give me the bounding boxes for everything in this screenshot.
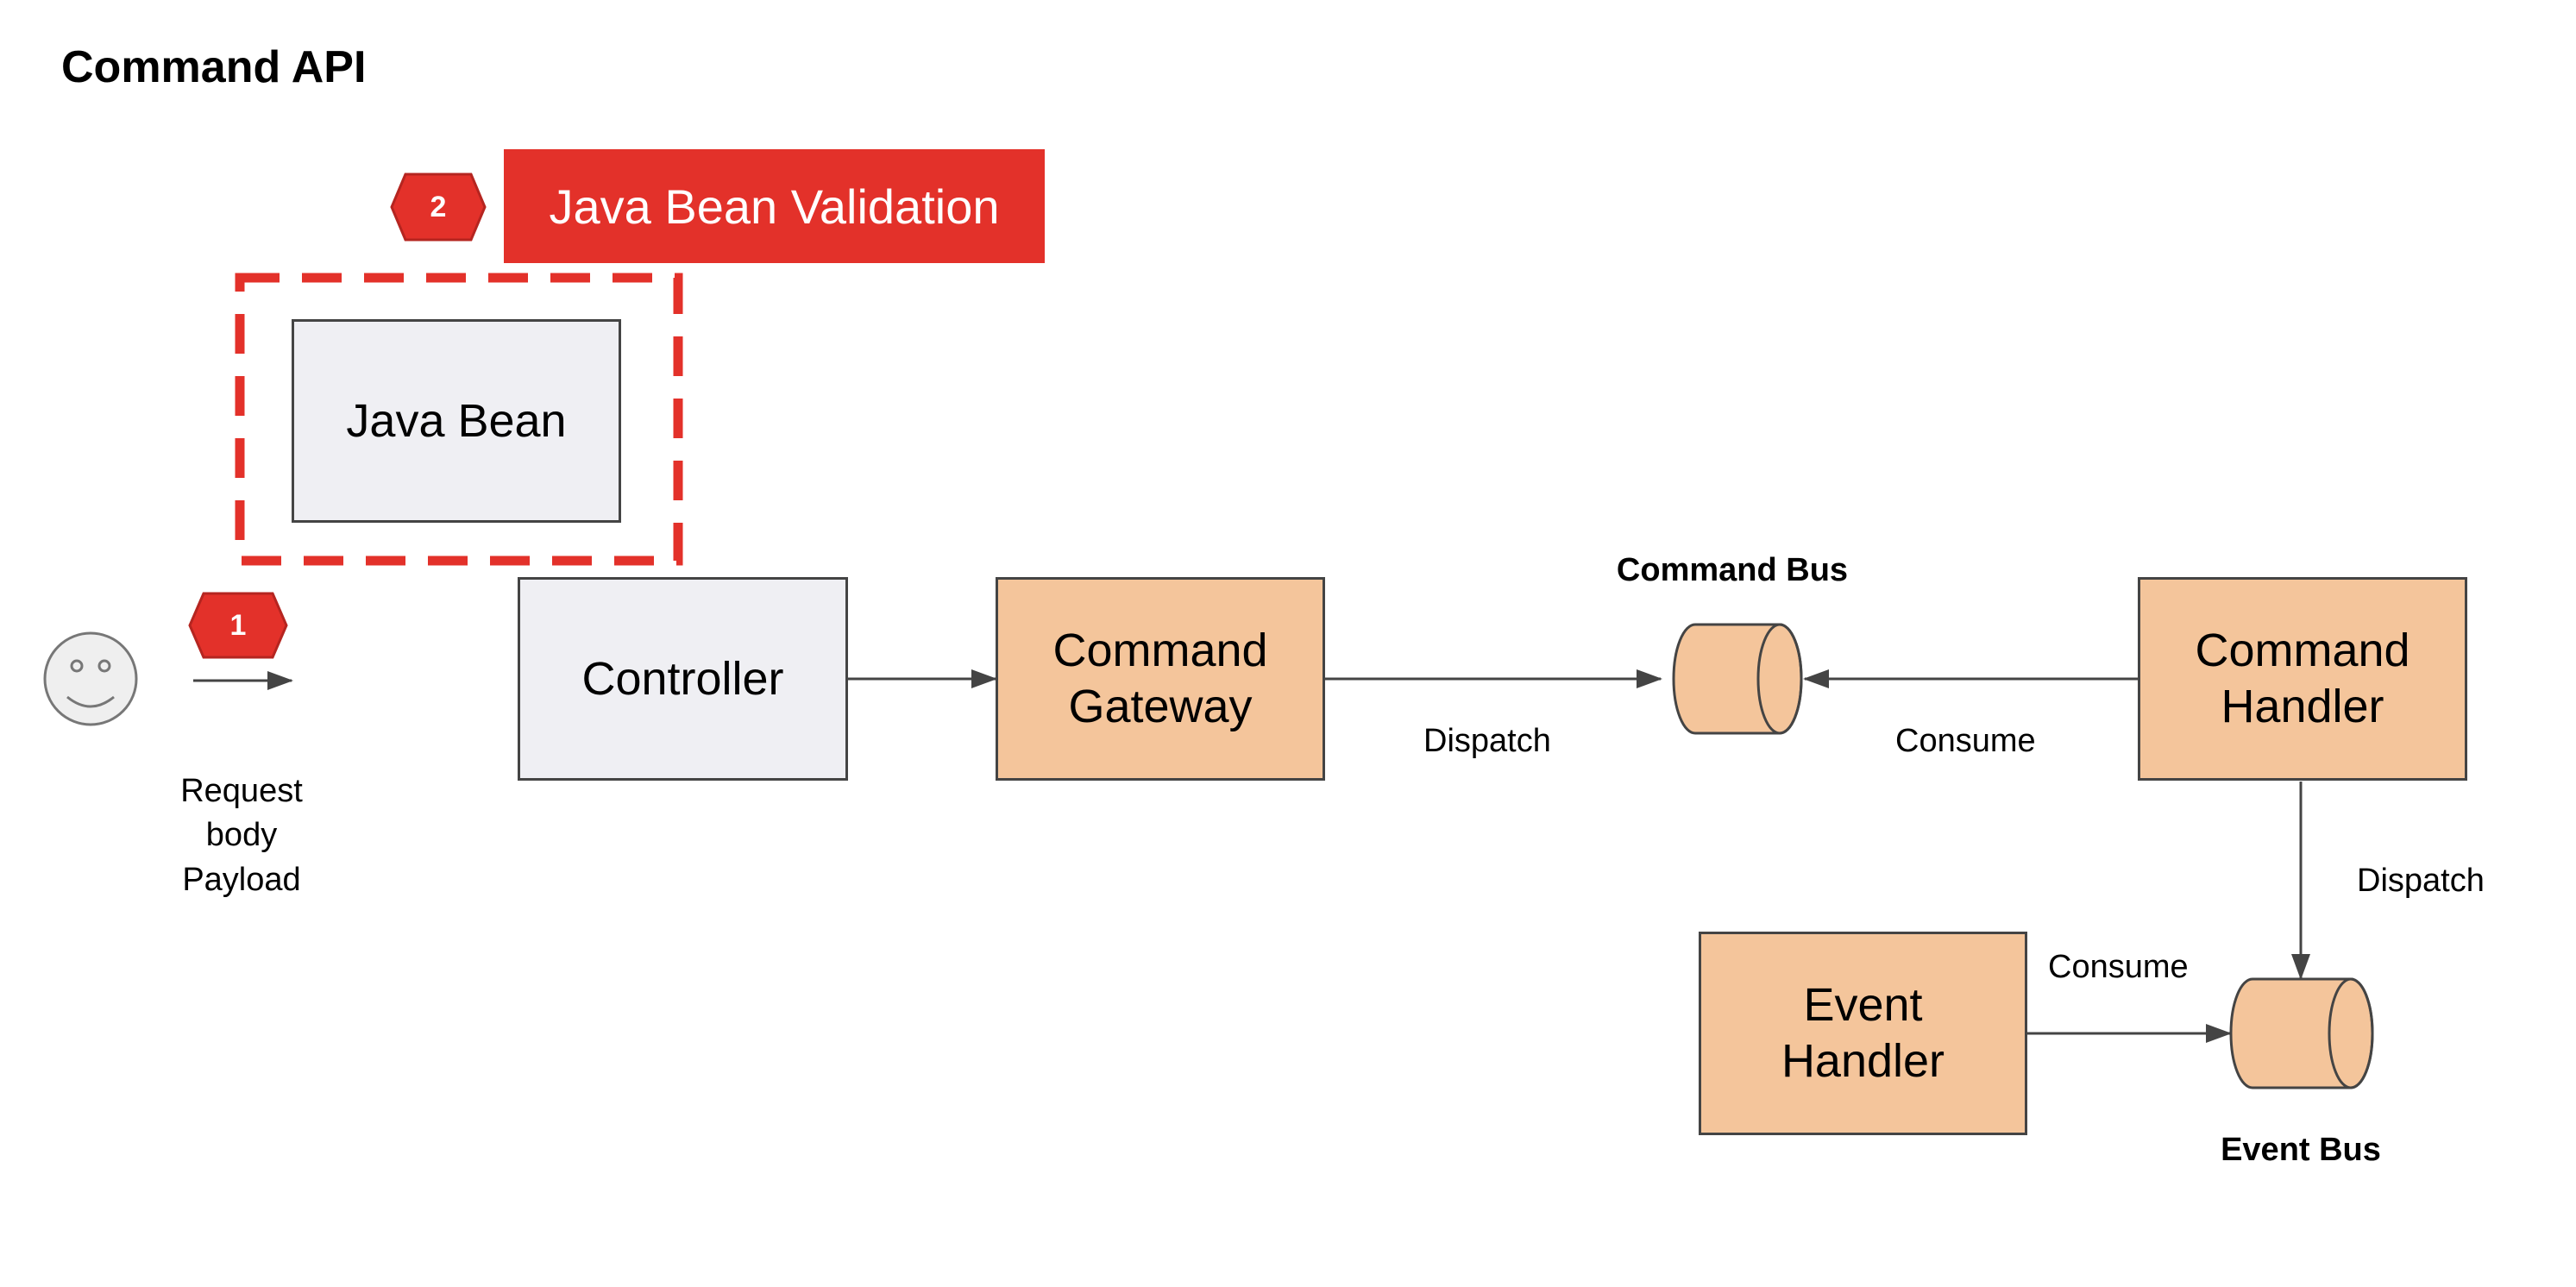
- user-smiley-icon: [43, 631, 138, 726]
- event-consume-label: Consume: [2048, 949, 2189, 985]
- event-bus-title: Event Bus: [2221, 1132, 2381, 1168]
- request-payload-label: Request body Payload: [180, 773, 303, 898]
- validation-highlight-frame: [235, 273, 683, 566]
- java-bean-label: Java Bean: [346, 394, 567, 447]
- controller-box: Controller: [518, 577, 848, 781]
- command-bus-title: Command Bus: [1616, 552, 1849, 588]
- event-handler-box: Event Handler: [1699, 932, 2027, 1135]
- command-gateway-label: Command Gateway: [1052, 625, 1268, 732]
- event-handler-label: Event Handler: [1781, 979, 1945, 1087]
- command-handler-label: Command Handler: [2195, 625, 2410, 732]
- handler-dispatch-label: Dispatch: [2357, 863, 2485, 899]
- event-bus-cylinder: [2229, 977, 2374, 1089]
- controller-label: Controller: [581, 652, 784, 705]
- command-bus-cylinder: [1672, 623, 1803, 735]
- gateway-dispatch-label: Dispatch: [1423, 723, 1551, 759]
- command-gateway-box: Command Gateway: [996, 577, 1325, 781]
- page-title: Command API: [61, 42, 367, 92]
- java-bean-validation-banner: Java Bean Validation: [504, 149, 1045, 263]
- handler-consume-label: Consume: [1895, 723, 2036, 759]
- step-1-badge: [188, 592, 288, 659]
- command-handler-box: Command Handler: [2138, 577, 2467, 781]
- java-bean-box: Java Bean: [292, 319, 621, 523]
- step-2-badge-number: 2: [430, 191, 447, 223]
- step-1-badge-number: 1: [229, 609, 247, 642]
- step-2-badge: [390, 173, 487, 242]
